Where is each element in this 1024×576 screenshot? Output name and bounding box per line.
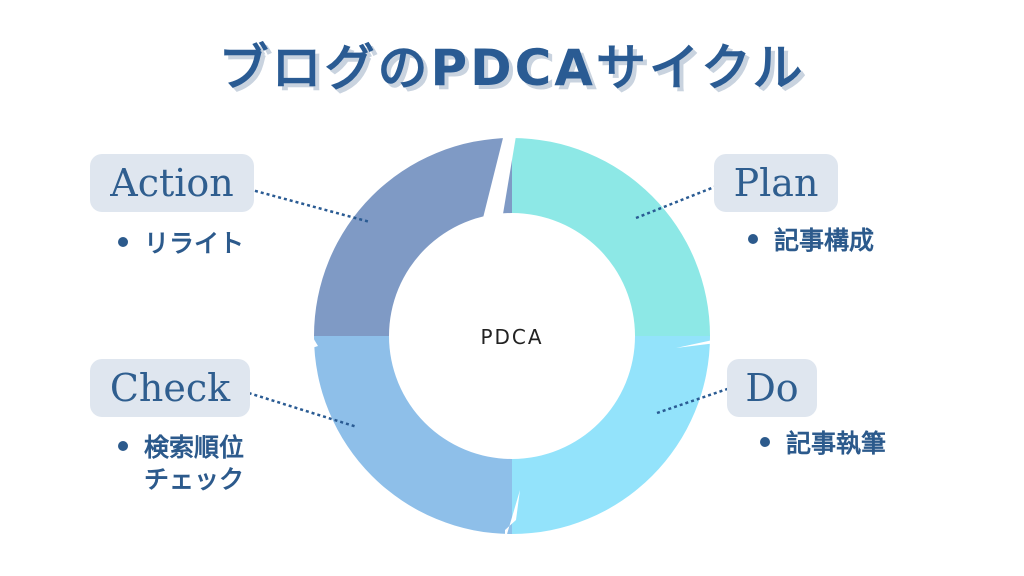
action-item: リライト	[118, 228, 244, 260]
check-label: Check	[90, 359, 250, 417]
check-item: 検索順位 チェック	[118, 432, 244, 496]
bullet-dot	[760, 437, 770, 447]
do-label: Do	[727, 359, 817, 417]
check-item-text-2: チェック	[144, 465, 245, 494]
bullet-dot	[118, 237, 128, 247]
plan-item-text: 記事構成	[774, 226, 875, 255]
bullet-dot	[748, 234, 758, 244]
do-segment	[512, 336, 710, 534]
check-segment	[314, 336, 512, 534]
gap-do-check	[505, 490, 520, 541]
action-item-text: リライト	[144, 229, 245, 258]
plan-item: 記事構成	[748, 225, 874, 257]
plan-label: Plan	[714, 154, 838, 212]
center-label: PDCA	[480, 325, 544, 349]
page-title: ブログのPDCAサイクル	[218, 39, 806, 97]
action-label: Action	[90, 154, 254, 212]
cycle-gaps	[300, 130, 741, 541]
bullet-dot	[118, 441, 128, 451]
do-item-text: 記事執筆	[786, 429, 887, 458]
plan-segment	[512, 138, 710, 336]
check-item-text-1: 検索順位	[144, 433, 245, 462]
do-item: 記事執筆	[760, 428, 886, 460]
gap-action-plan	[480, 130, 517, 235]
action-segment	[314, 138, 512, 336]
gap-plan-do	[676, 305, 741, 348]
gap-check-action	[300, 336, 318, 352]
